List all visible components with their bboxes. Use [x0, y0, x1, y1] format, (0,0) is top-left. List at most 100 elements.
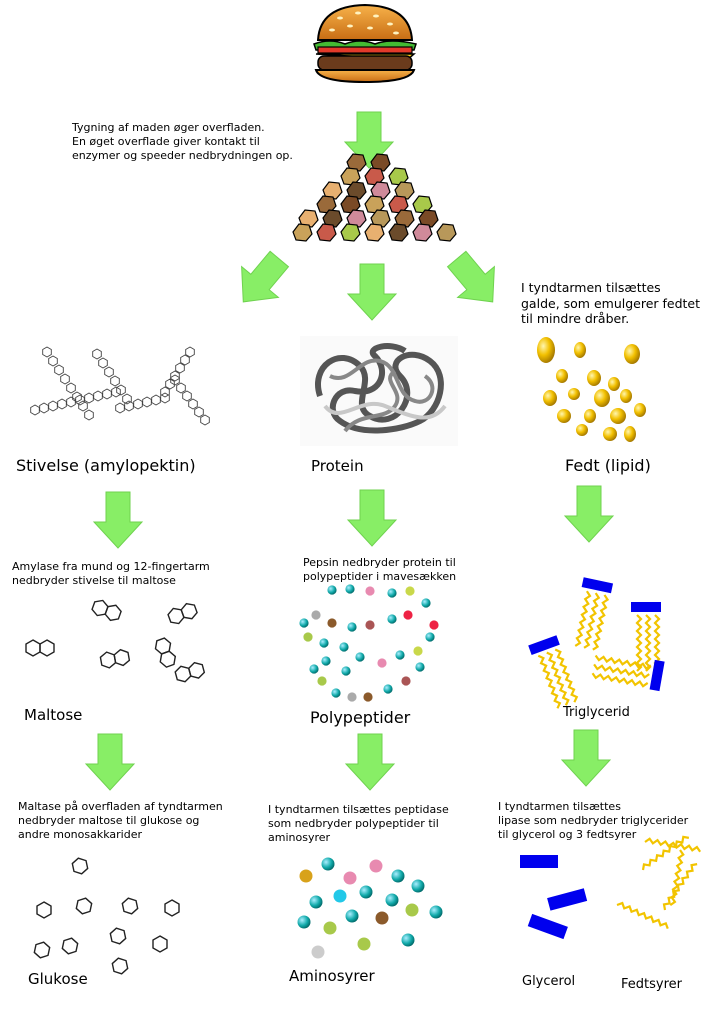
fat-droplet	[624, 344, 640, 364]
starch-step1-text: Amylase fra mund og 12-fingertarm nedbry…	[12, 560, 210, 587]
sugar-ring	[98, 357, 108, 369]
amino-acid-bead	[377, 658, 387, 668]
fat-droplet	[574, 342, 586, 358]
amino-acid	[321, 857, 335, 871]
amino-acid-bead	[303, 632, 313, 642]
sugar-ring	[182, 390, 192, 402]
food-piece	[340, 195, 361, 214]
amino-acid	[309, 895, 323, 909]
fat-droplet	[603, 427, 617, 441]
intro-text: Tygning af maden øger overfladen. En øge…	[72, 121, 293, 162]
amino-acid	[369, 859, 383, 873]
amino-acid-bead	[413, 646, 423, 656]
amino-acid	[375, 911, 389, 925]
amino-acid	[345, 909, 359, 923]
sugar-ring	[102, 388, 112, 400]
sugar-ring	[142, 396, 152, 408]
food-piece	[412, 223, 433, 242]
maltose-molecule	[152, 635, 179, 670]
sugar-ring	[54, 364, 64, 376]
amino-acid-bead	[299, 618, 309, 628]
triglyceride-molecules-icon	[528, 577, 665, 710]
burger-icon	[313, 3, 417, 84]
amino-acid-bead	[365, 586, 375, 596]
fat-droplet	[568, 388, 580, 400]
amino-acid-bead	[347, 692, 357, 702]
maltose-molecule	[25, 639, 55, 657]
fat-droplet	[634, 403, 646, 417]
amino-acid-bead	[403, 610, 413, 620]
fat-droplet	[537, 337, 555, 363]
amino-acid-bead	[387, 588, 397, 598]
arrow-down-icon	[345, 733, 395, 791]
sugar-ring	[66, 396, 76, 408]
sugar-ring	[104, 366, 114, 378]
fatty-acids-label: Fedtsyrer	[621, 977, 682, 992]
triglyceride-molecule	[590, 654, 665, 692]
amino-acid-bead	[321, 656, 331, 666]
arrow-down-icon	[93, 491, 143, 549]
sugar-ring	[133, 398, 143, 410]
polypeptide-label: Polypeptider	[310, 708, 411, 727]
maltose-molecules-icon	[25, 597, 207, 685]
amino-acid-bead	[319, 638, 329, 648]
fat-pre-text: I tyndtarmen tilsættes galde, som emulge…	[521, 280, 701, 327]
amino-acid	[311, 945, 325, 959]
amino-acid-bead	[311, 610, 321, 620]
sugar-ring	[160, 386, 170, 398]
food-piece	[316, 195, 337, 214]
sugar-ring	[200, 414, 210, 426]
glucose-molecule	[74, 896, 94, 916]
sugar-ring	[48, 355, 58, 367]
fat-droplet	[584, 409, 596, 423]
amino-acid-bead	[429, 620, 439, 630]
amino-acid	[411, 879, 425, 893]
glycerol-fatty-acids-icon	[520, 833, 702, 940]
amino-acid-bead	[341, 666, 351, 676]
sugar-ring	[175, 362, 185, 374]
glucose-molecule	[32, 940, 52, 960]
arrow-down-icon	[564, 485, 614, 543]
arrow-down-left-icon	[224, 243, 299, 318]
triglyceride-molecule	[574, 577, 614, 652]
sugar-ring	[84, 392, 94, 404]
sugar-ring	[111, 386, 121, 398]
amino-acid	[401, 933, 415, 947]
food-piece	[388, 167, 409, 186]
amino-acid-bead	[365, 620, 375, 630]
amino-acid-bead	[317, 676, 327, 686]
food-piece	[364, 167, 385, 186]
protein-step1-text: Pepsin nedbryder protein til polypeptide…	[303, 556, 457, 583]
maltose-molecule	[165, 600, 200, 627]
amino-acid-bead	[309, 664, 319, 674]
starch-label: Stivelse (amylopektin)	[16, 456, 196, 475]
fat-step2-text: I tyndtarmen tilsættes lipase som nedbry…	[498, 800, 689, 841]
food-piece	[340, 167, 361, 186]
amino-acid-bead	[421, 598, 431, 608]
glucose-molecule	[110, 956, 130, 976]
sugar-ring	[110, 375, 120, 387]
sugar-ring	[188, 398, 198, 410]
amino-acid-bead	[415, 662, 425, 672]
glucose-label: Glukose	[28, 970, 88, 988]
sugar-ring	[84, 409, 94, 421]
triglyceride-molecule	[631, 602, 661, 673]
sugar-ring	[66, 382, 76, 394]
sugar-ring	[160, 392, 170, 404]
food-piece	[412, 195, 433, 214]
sugar-ring	[60, 373, 70, 385]
amino-acid-bead	[401, 676, 411, 686]
amino-acid	[323, 921, 337, 935]
amino-acid	[297, 915, 311, 929]
amino-acid	[429, 905, 443, 919]
amino-acid-bead	[327, 618, 337, 628]
fat-droplet	[608, 377, 620, 391]
glucose-molecule	[36, 901, 52, 919]
sugar-ring	[170, 370, 180, 382]
amino-acids-label: Aminosyrer	[289, 967, 375, 985]
fat-droplet	[594, 389, 610, 407]
fat-droplet	[556, 369, 568, 383]
amino-acid	[343, 871, 357, 885]
amino-acid	[385, 893, 399, 907]
amino-acid	[359, 885, 373, 899]
